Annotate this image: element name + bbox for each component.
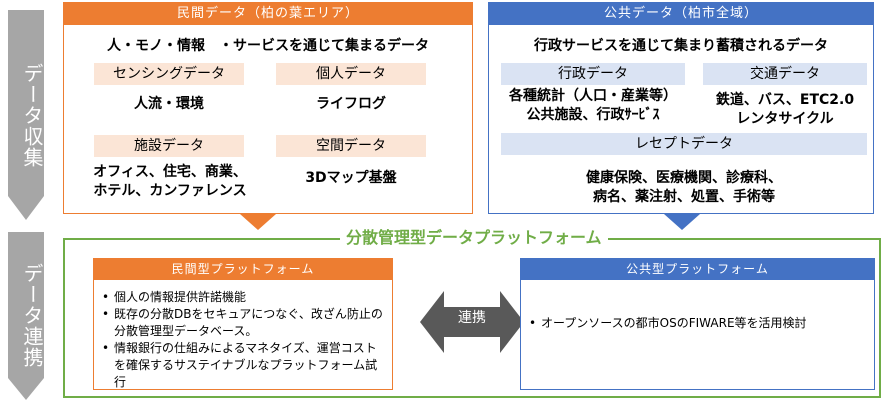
sensing-data-detail: 人流・環境: [134, 96, 204, 112]
platform-title: 分散管理型データプラットフォーム: [340, 226, 608, 250]
admin-data-detail: 各種統計（人口・産業等） 公共施設、行政ｻｰﾋﾞｽ: [509, 88, 677, 123]
public-down-arrow: [664, 214, 700, 230]
public-platform-title: 公共型プラットフォーム: [521, 259, 874, 280]
personal-data-chip: 個人データ: [276, 63, 426, 85]
data-linkage-label: データ連携: [20, 262, 44, 368]
private-platform-bullets: 個人の情報提供許諾機能 既存の分散DBをセキュアにつなぐ、改ざん防止の分散管理型…: [102, 289, 386, 391]
private-data-panel: 民間データ（柏の葉エリア） 人・モノ・情報 ・サービスを通じて集まるデータ セン…: [63, 2, 473, 214]
linkage-label: 連携: [458, 310, 486, 326]
private-data-lead: 人・モノ・情報 ・サービスを通じて集まるデータ: [107, 38, 429, 54]
receipt-data-chip: レセプトデータ: [501, 133, 867, 155]
bullet-item: 情報銀行の仕組みによるマネタイズ、運営コストを確保するサステイナブルなプラットフ…: [102, 340, 386, 391]
facility-data-detail: オフィス、住宅、商業、 ホテル、カンファレンス: [93, 164, 247, 199]
bullet-item: 既存の分散DBをセキュアにつなぐ、改ざん防止の分散管理型データベース。: [102, 306, 386, 340]
data-collection-arrow: データ収集: [8, 10, 44, 220]
transport-data-chip: 交通データ: [703, 63, 867, 85]
sensing-data-chip: センシングデータ: [94, 63, 244, 85]
bullet-item: 個人の情報提供許諾機能: [102, 289, 386, 306]
admin-data-chip: 行政データ: [501, 63, 685, 85]
receipt-data-detail: 健康保険、医療機関、診療科、 病名、薬注射、処置、手術等: [586, 170, 782, 205]
spatial-data-detail: 3Dマップ基盤: [305, 170, 397, 186]
transport-data-detail: 鉄道、バス、ETC2.0 レンタサイクル: [715, 92, 855, 127]
public-platform-panel: 公共型プラットフォーム オープンソースの都市OSのFIWARE等を活用検討: [520, 258, 875, 390]
data-collection-label: データ収集: [20, 62, 44, 168]
bullet-item: オープンソースの都市OSのFIWARE等を活用検討: [529, 315, 868, 332]
data-linkage-arrow: データ連携: [8, 232, 44, 400]
private-platform-panel: 民間型プラットフォーム 個人の情報提供許諾機能 既存の分散DBをセキュアにつなぐ…: [93, 258, 393, 390]
private-data-title: 民間データ（柏の葉エリア）: [64, 3, 472, 25]
facility-data-chip: 施設データ: [94, 135, 244, 157]
public-platform-bullets: オープンソースの都市OSのFIWARE等を活用検討: [529, 315, 868, 332]
private-down-arrow: [240, 214, 276, 230]
linkage-double-arrow: [420, 291, 524, 353]
public-data-lead: 行政サービスを通じて集まり蓄積されるデータ: [534, 38, 828, 54]
private-platform-title: 民間型プラットフォーム: [94, 259, 392, 280]
public-data-title: 公共データ（柏市全域）: [489, 3, 873, 25]
personal-data-detail: ライフログ: [316, 96, 386, 112]
spatial-data-chip: 空間データ: [276, 135, 426, 157]
public-data-panel: 公共データ（柏市全域） 行政サービスを通じて集まり蓄積されるデータ 行政データ …: [488, 2, 874, 214]
